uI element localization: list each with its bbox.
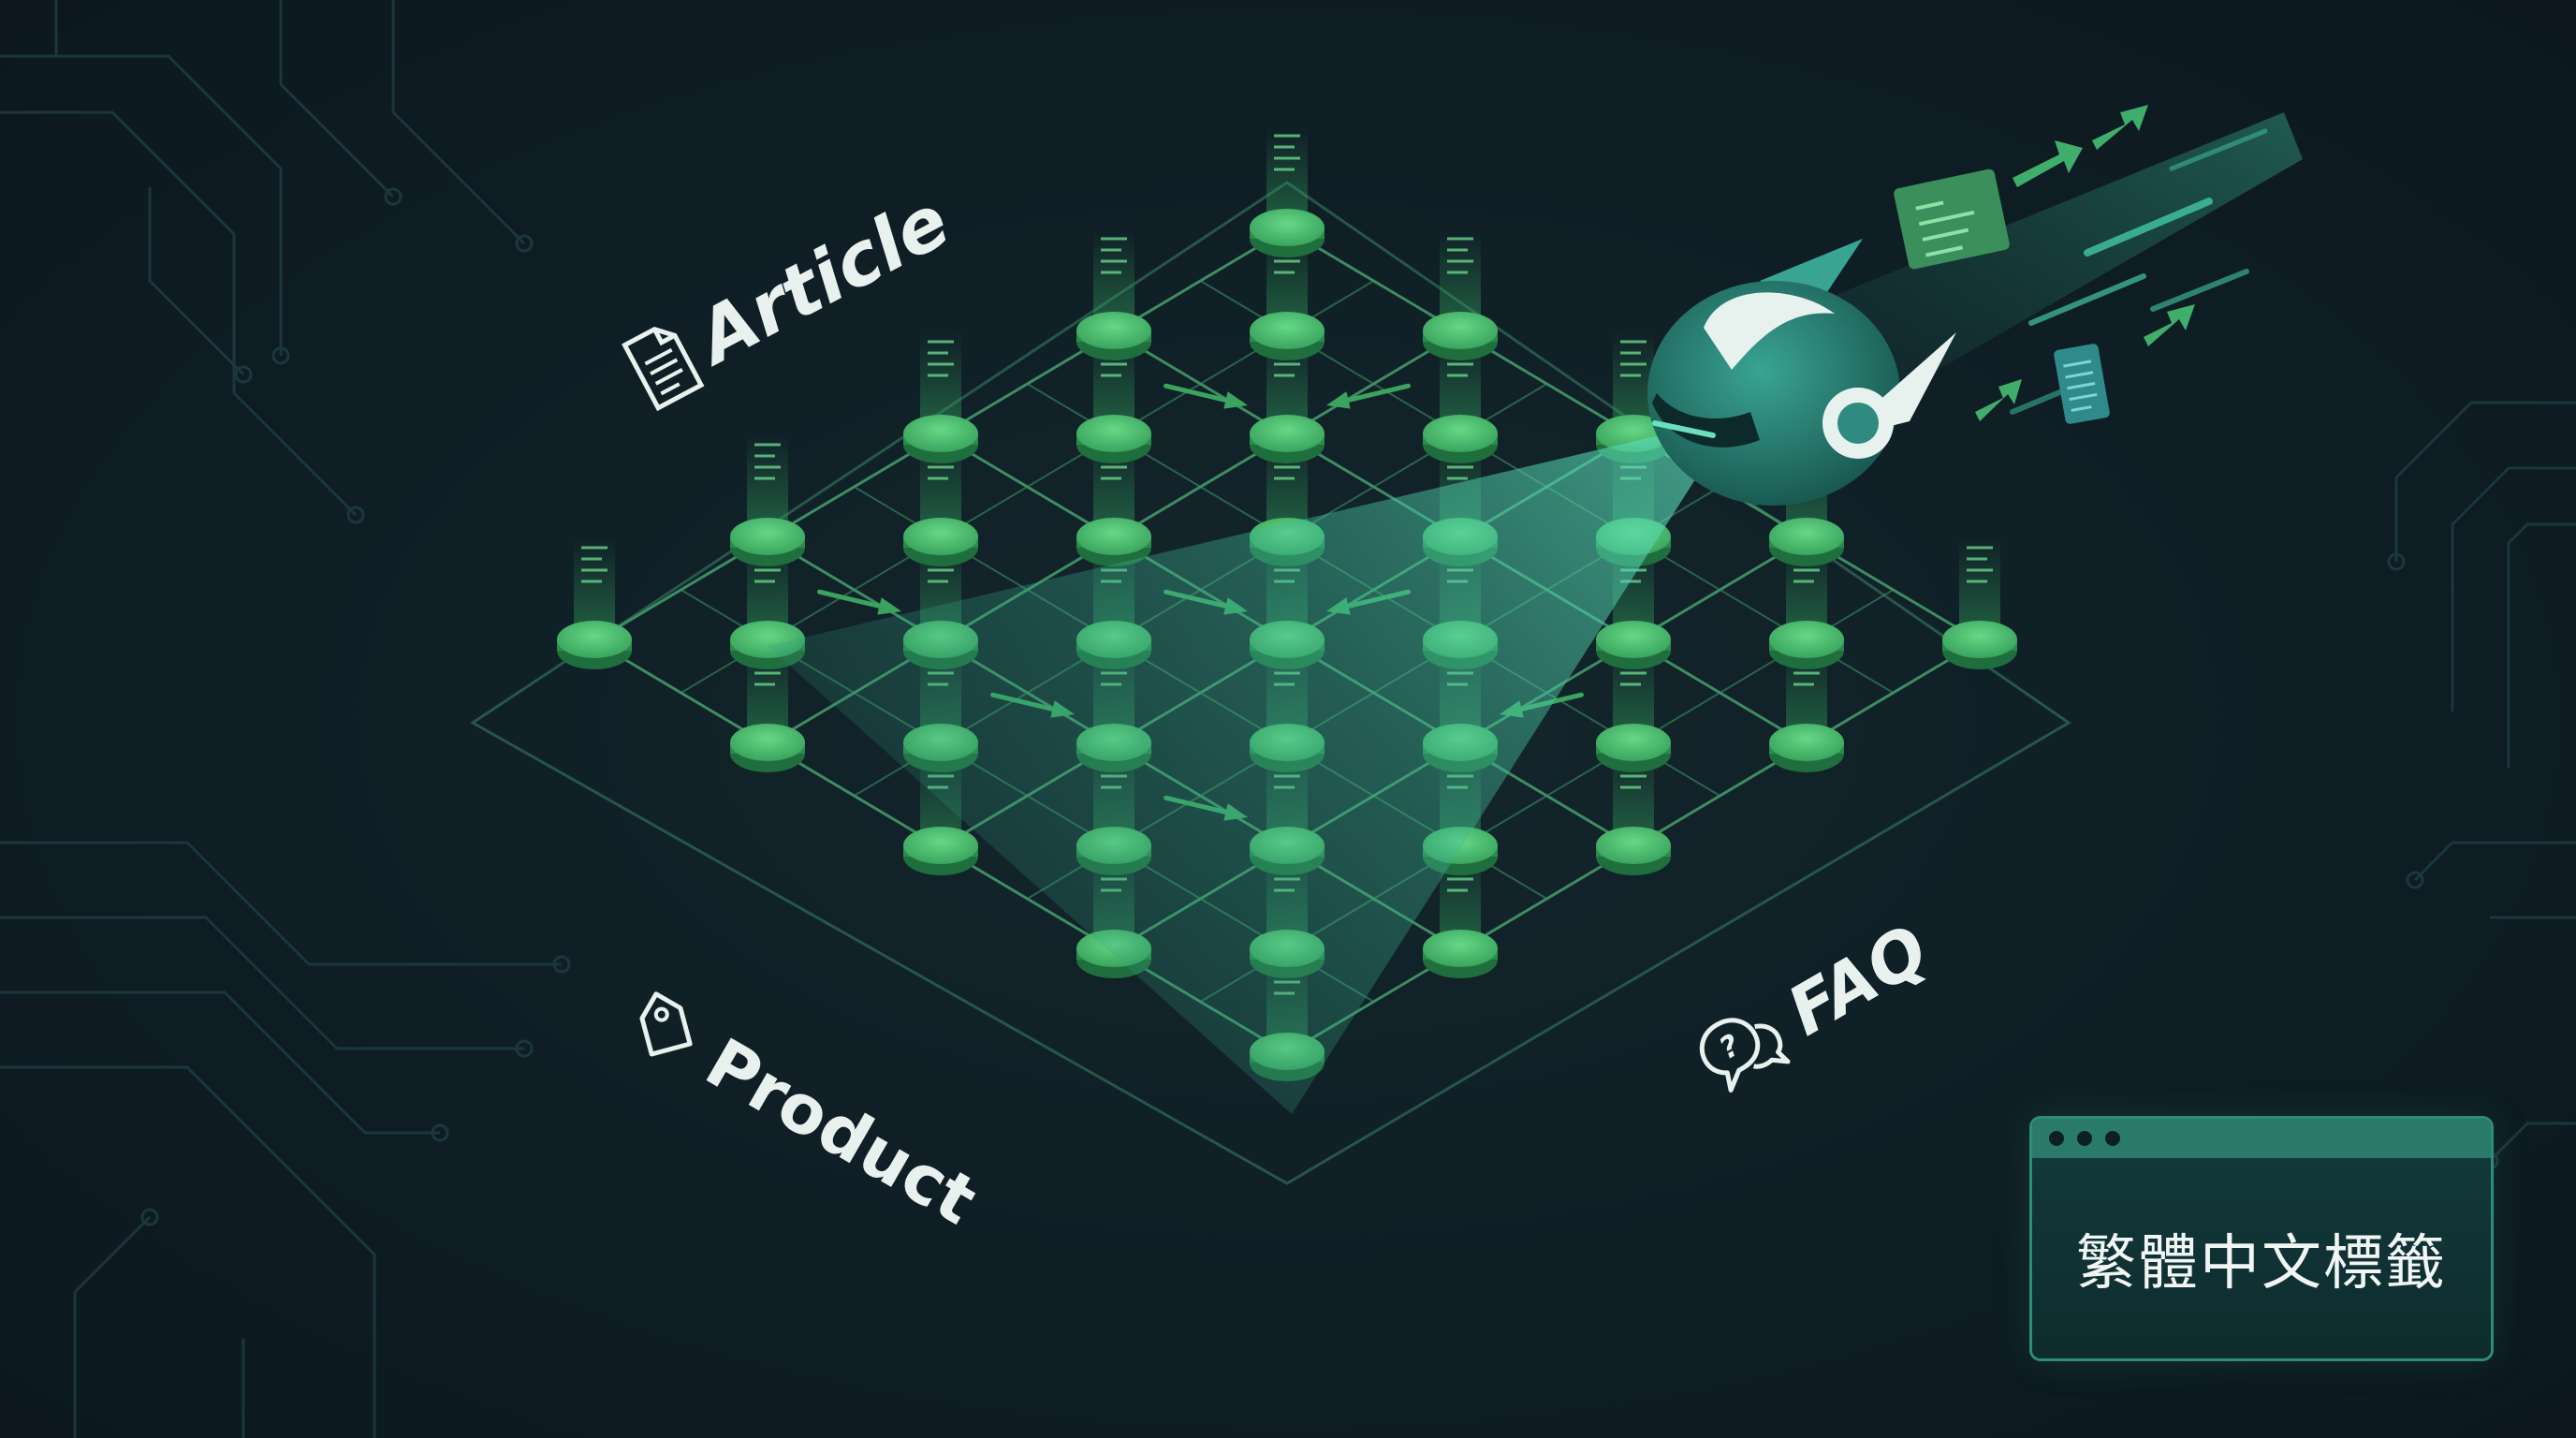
transfer-arrows [1975, 105, 2195, 421]
flow-arrow-head [1223, 391, 1249, 409]
grid-node [1423, 415, 1498, 452]
document-card-small [2054, 344, 2110, 424]
column-marks [1274, 134, 1300, 171]
flow-arrow [1337, 383, 1411, 405]
robot-scanner-icon [1647, 239, 1956, 506]
tag-window: 繁體中文標籤 [2029, 1116, 2494, 1361]
grid-node [1769, 621, 1844, 658]
document-icon [618, 316, 708, 414]
grid-node [1423, 312, 1498, 349]
window-titlebar [2032, 1119, 2491, 1158]
column-marks [1447, 237, 1473, 274]
column-marks [754, 443, 781, 480]
grid-node [1250, 312, 1325, 349]
speed-lines [2010, 128, 2268, 415]
grid-node [730, 724, 805, 761]
grid-node [903, 415, 978, 452]
grid-node [1076, 415, 1151, 452]
grid-node [1596, 724, 1671, 761]
column-marks [928, 340, 954, 377]
window-dot-icon [2077, 1131, 2092, 1146]
grid-node [730, 518, 805, 555]
chat-bubbles-icon: ? [1684, 992, 1798, 1104]
article-label: Article [617, 179, 962, 417]
flow-arrow-head [1325, 391, 1351, 409]
window-dot-icon [2049, 1131, 2064, 1146]
grid-node [1250, 415, 1325, 452]
grid-node [1769, 724, 1844, 761]
flow-arrow [817, 589, 891, 611]
column-marks [1967, 546, 1993, 583]
column-marks [1101, 237, 1127, 274]
grid-node [1596, 621, 1671, 658]
scanner-beam [768, 426, 1704, 1114]
window-content: 繁體中文標籤 [2032, 1158, 2491, 1358]
column-marks [581, 546, 607, 583]
grid-node [1423, 930, 1498, 967]
column-marks [1620, 340, 1647, 377]
grid-node [1076, 312, 1151, 349]
grid-node [903, 827, 978, 864]
document-card-large [1894, 169, 2010, 270]
grid-node [1250, 209, 1325, 246]
faq-label: ? FAQ [1684, 909, 1941, 1103]
grid-node [1942, 621, 2017, 658]
grid-node [1076, 518, 1151, 555]
tag-text: 繁體中文標籤 [2076, 1229, 2447, 1299]
flow-arrow-head [877, 597, 902, 615]
robot-motion-trail [1778, 112, 2303, 440]
grid-node [1596, 827, 1671, 864]
product-label: Product [617, 979, 989, 1240]
window-dot-icon [2105, 1131, 2120, 1146]
grid-node [1769, 518, 1844, 555]
price-tag-icon [620, 984, 711, 1076]
flow-arrow [1164, 383, 1237, 405]
grid-node [903, 518, 978, 555]
grid-node [557, 621, 632, 658]
svg-text:?: ? [1713, 1027, 1746, 1066]
